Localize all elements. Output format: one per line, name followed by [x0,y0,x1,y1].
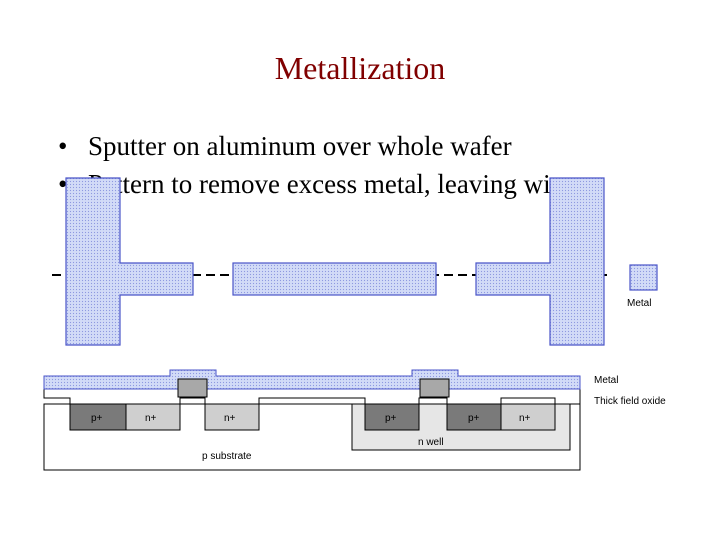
thick-field-oxide [43,388,581,405]
poly-gate [177,378,208,398]
legend-metal: Metal [594,375,618,386]
metal-layer [43,369,581,390]
metal-legend-label: Metal [627,298,651,309]
bullet-list: • Sputter on aluminum over whole wafer •… [58,127,698,203]
metal-wire-left [65,177,194,346]
n-plus-diffusion [204,403,260,431]
poly-gate [419,378,450,398]
metal-wire-right [475,177,605,346]
label-p-plus: p+ [385,413,397,424]
metal-legend-swatch [629,264,658,291]
bullet-text: Pattern to remove excess metal, leaving … [88,169,583,199]
label-n-plus: n+ [224,413,236,424]
label-n-plus: n+ [519,413,531,424]
label-p-substrate: p substrate [202,451,252,462]
label-n-well: n well [418,437,444,448]
metal-wire-middle [232,262,437,296]
label-p-plus: p+ [91,413,103,424]
n-plus-diffusion [500,403,556,431]
bullet-dot: • [58,169,68,199]
slide-title: Metallization [274,50,446,86]
bullet-item: • Sputter on aluminum over whole wafer [58,127,698,165]
label-n-plus: n+ [145,413,157,424]
bullet-text: Sputter on aluminum over whole wafer [88,131,512,161]
n-plus-diffusion [125,403,181,431]
bullet-dot: • [58,131,68,161]
p-plus-diffusion [364,403,420,431]
legend-thick-field-oxide: Thick field oxide [594,396,666,407]
bullet-item: • Pattern to remove excess metal, leavin… [58,165,698,203]
label-p-plus: p+ [468,413,480,424]
